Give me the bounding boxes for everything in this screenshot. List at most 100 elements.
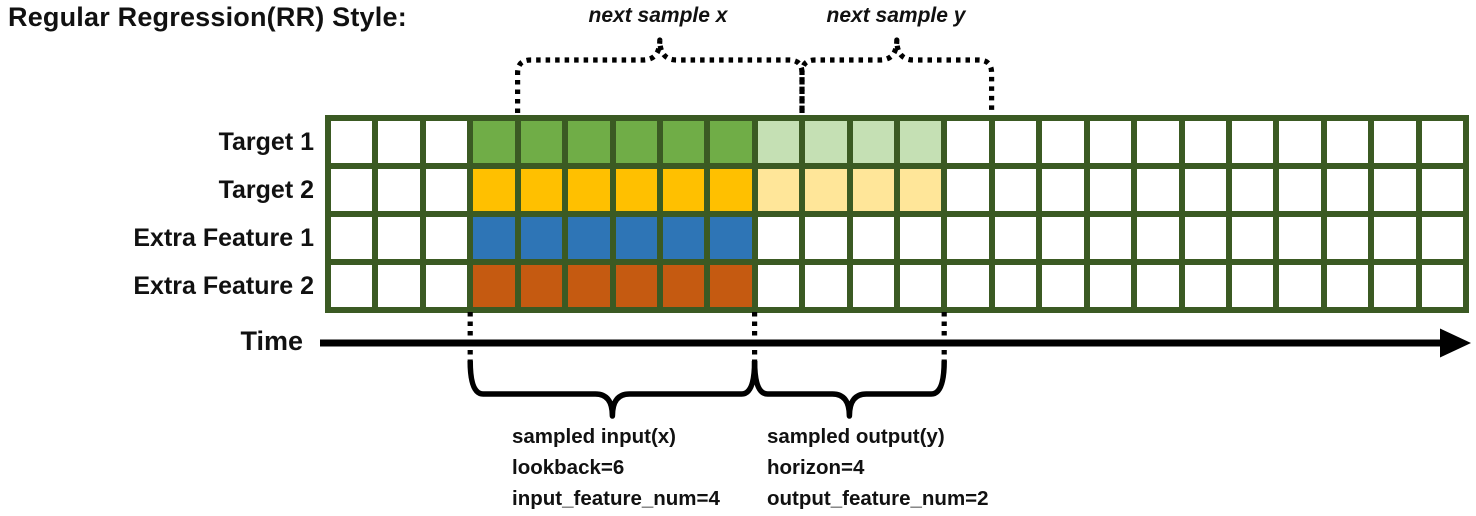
grid-cell <box>1279 121 1321 163</box>
sampled-output-brace <box>751 360 947 419</box>
grid-cell <box>568 265 610 307</box>
grid-cell <box>805 121 847 163</box>
grid-cell <box>331 217 373 259</box>
grid-cell <box>757 169 800 211</box>
grid-cell <box>425 169 468 211</box>
grid-cell <box>425 265 468 307</box>
grid-cell <box>662 265 705 307</box>
grid-cell <box>378 265 420 307</box>
grid-cell <box>1421 169 1463 211</box>
grid-cell <box>900 217 942 259</box>
grid-cell <box>331 265 373 307</box>
grid-cell <box>425 121 468 163</box>
grid-cell <box>378 217 420 259</box>
grid-cell <box>1137 169 1179 211</box>
grid-cell <box>1089 265 1132 307</box>
grid-cell <box>662 217 705 259</box>
grid-cell <box>1421 121 1463 163</box>
grid-cell <box>615 169 657 211</box>
grid-cell <box>994 169 1037 211</box>
next-sample-y-label: next sample y <box>826 4 966 27</box>
grid-cell <box>425 217 468 259</box>
grid-cell <box>805 265 847 307</box>
grid-cell <box>852 217 894 259</box>
grid-cell <box>520 217 563 259</box>
grid-cell <box>1184 169 1226 211</box>
grid-cell <box>1326 121 1369 163</box>
grid-cell <box>947 265 989 307</box>
grid-cell <box>1184 265 1226 307</box>
grid-cell <box>805 217 847 259</box>
grid-cell <box>1137 121 1179 163</box>
grid-cell <box>1042 121 1084 163</box>
grid-cell <box>615 265 657 307</box>
grid-cell <box>568 121 610 163</box>
grid-cell <box>473 217 515 259</box>
grid-cell <box>900 265 942 307</box>
grid-cell <box>331 121 373 163</box>
grid-cell <box>1089 121 1132 163</box>
grid-cell <box>662 169 705 211</box>
grid-cell <box>1279 265 1321 307</box>
grid-cell <box>1231 217 1274 259</box>
grid-cell <box>1042 169 1084 211</box>
sampled-input-brace <box>467 360 758 419</box>
row-label-target-2: Target 2 <box>218 176 314 204</box>
grid-cell <box>757 121 800 163</box>
grid-cell <box>1042 265 1084 307</box>
grid-cell <box>1374 265 1416 307</box>
grid-cell <box>378 121 420 163</box>
next-sample-x-brace <box>515 37 805 113</box>
grid-cell <box>1279 169 1321 211</box>
sampled-output-annotation: sampled output(y) horizon=4 output_featu… <box>767 421 989 514</box>
grid-cell <box>852 265 894 307</box>
diagram-title: Regular Regression(RR) Style: <box>8 2 407 32</box>
time-arrow-head-icon <box>1440 328 1471 358</box>
grid-cell <box>757 265 800 307</box>
grid-cell <box>615 121 657 163</box>
grid <box>325 115 1469 313</box>
grid-cell <box>1374 217 1416 259</box>
grid-cell <box>805 169 847 211</box>
grid-cell <box>900 169 942 211</box>
grid-cell <box>520 169 563 211</box>
grid-cell <box>947 169 989 211</box>
grid-cell <box>662 121 705 163</box>
grid-cell <box>1279 217 1321 259</box>
sampled-input-lookback: lookback=6 <box>512 456 625 479</box>
sampled-input-title: sampled input(x) <box>512 425 677 448</box>
grid-cell <box>520 265 563 307</box>
grid-cell <box>994 265 1037 307</box>
grid-cell <box>947 121 989 163</box>
grid-cell <box>852 169 894 211</box>
grid-cell <box>568 217 610 259</box>
grid-cell <box>568 169 610 211</box>
grid-cell <box>1421 217 1463 259</box>
grid-cell <box>1231 265 1274 307</box>
grid-cell <box>1326 217 1369 259</box>
grid-cell <box>1184 217 1226 259</box>
grid-cell <box>1042 217 1084 259</box>
grid-cell <box>710 265 752 307</box>
grid-cell <box>994 121 1037 163</box>
grid-cell <box>710 217 752 259</box>
grid-cell <box>1231 121 1274 163</box>
sampled-output-horizon: horizon=4 <box>767 456 865 479</box>
grid-cell <box>473 265 515 307</box>
grid-cell <box>378 169 420 211</box>
grid-cell <box>1231 169 1274 211</box>
sampled-output-feature-num: output_feature_num=2 <box>767 487 989 510</box>
grid-cell <box>1184 121 1226 163</box>
grid-cell <box>994 217 1037 259</box>
sampled-input-feature-num: input_feature_num=4 <box>512 487 720 510</box>
grid-cell <box>331 169 373 211</box>
row-label-extra-feature-2: Extra Feature 2 <box>133 272 314 300</box>
grid-cell <box>852 121 894 163</box>
grid-cell <box>473 169 515 211</box>
grid-cell <box>710 169 752 211</box>
grid-cell <box>473 121 515 163</box>
grid-cell <box>520 121 563 163</box>
next-sample-x-label: next sample x <box>588 4 728 27</box>
sampled-input-annotation: sampled input(x) lookback=6 input_featur… <box>512 421 720 514</box>
sampled-output-title: sampled output(y) <box>767 425 945 448</box>
